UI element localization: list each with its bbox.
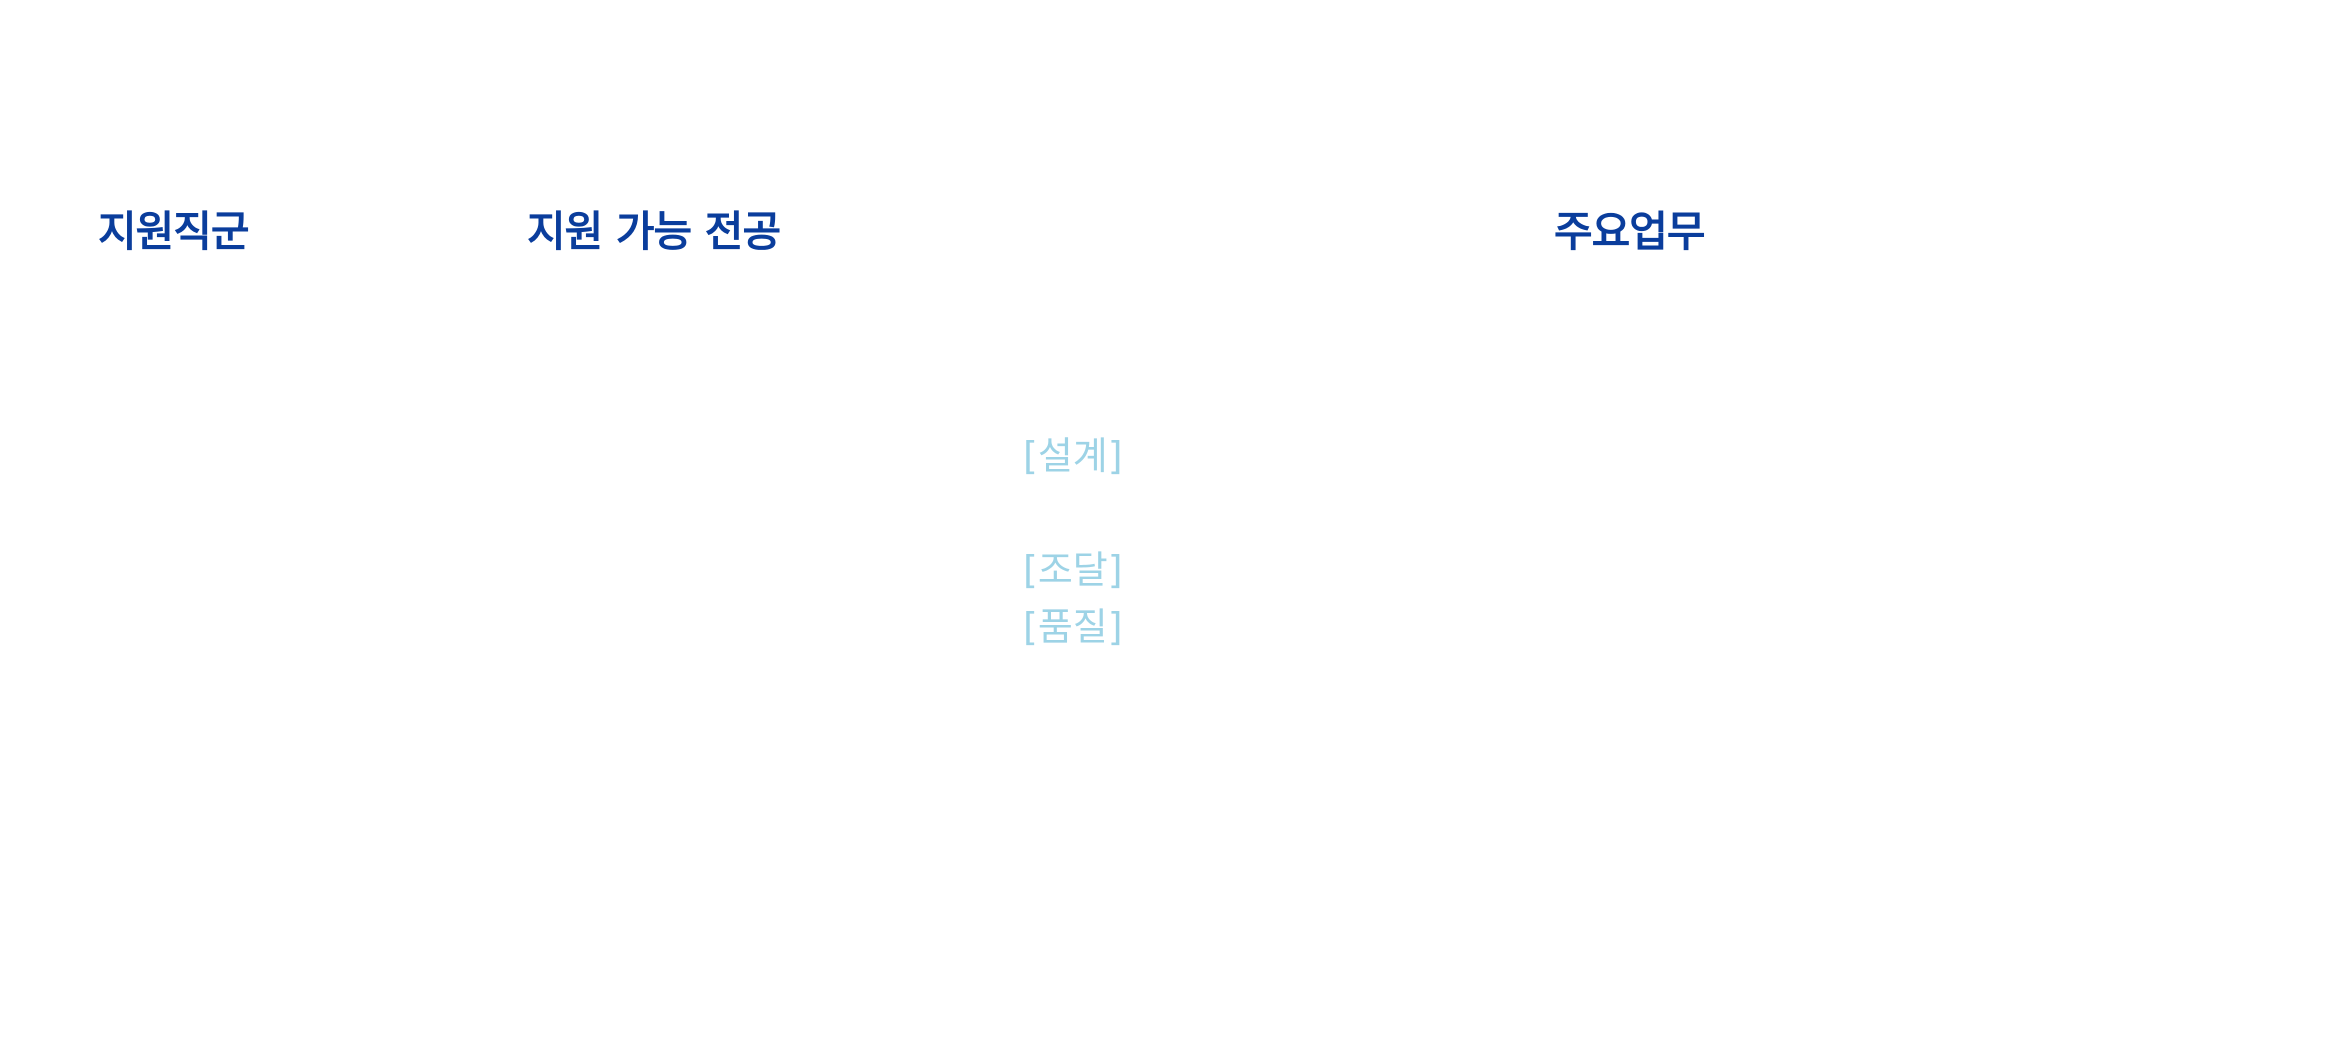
duty-label-quality: [품질] <box>1023 605 1123 649</box>
duty-line-blank <box>1023 485 1123 542</box>
duty-label-design: [설계] <box>1023 434 1123 478</box>
header-main-duties: 주요업무 <box>1554 207 1706 256</box>
header-job-category: 지원직군 <box>98 207 250 256</box>
duty-label-procurement: [조달] <box>1023 548 1123 592</box>
duty-section-list: [설계] [조달] [품질] <box>1023 428 1123 656</box>
header-eligible-majors: 지원 가능 전공 <box>527 207 781 256</box>
